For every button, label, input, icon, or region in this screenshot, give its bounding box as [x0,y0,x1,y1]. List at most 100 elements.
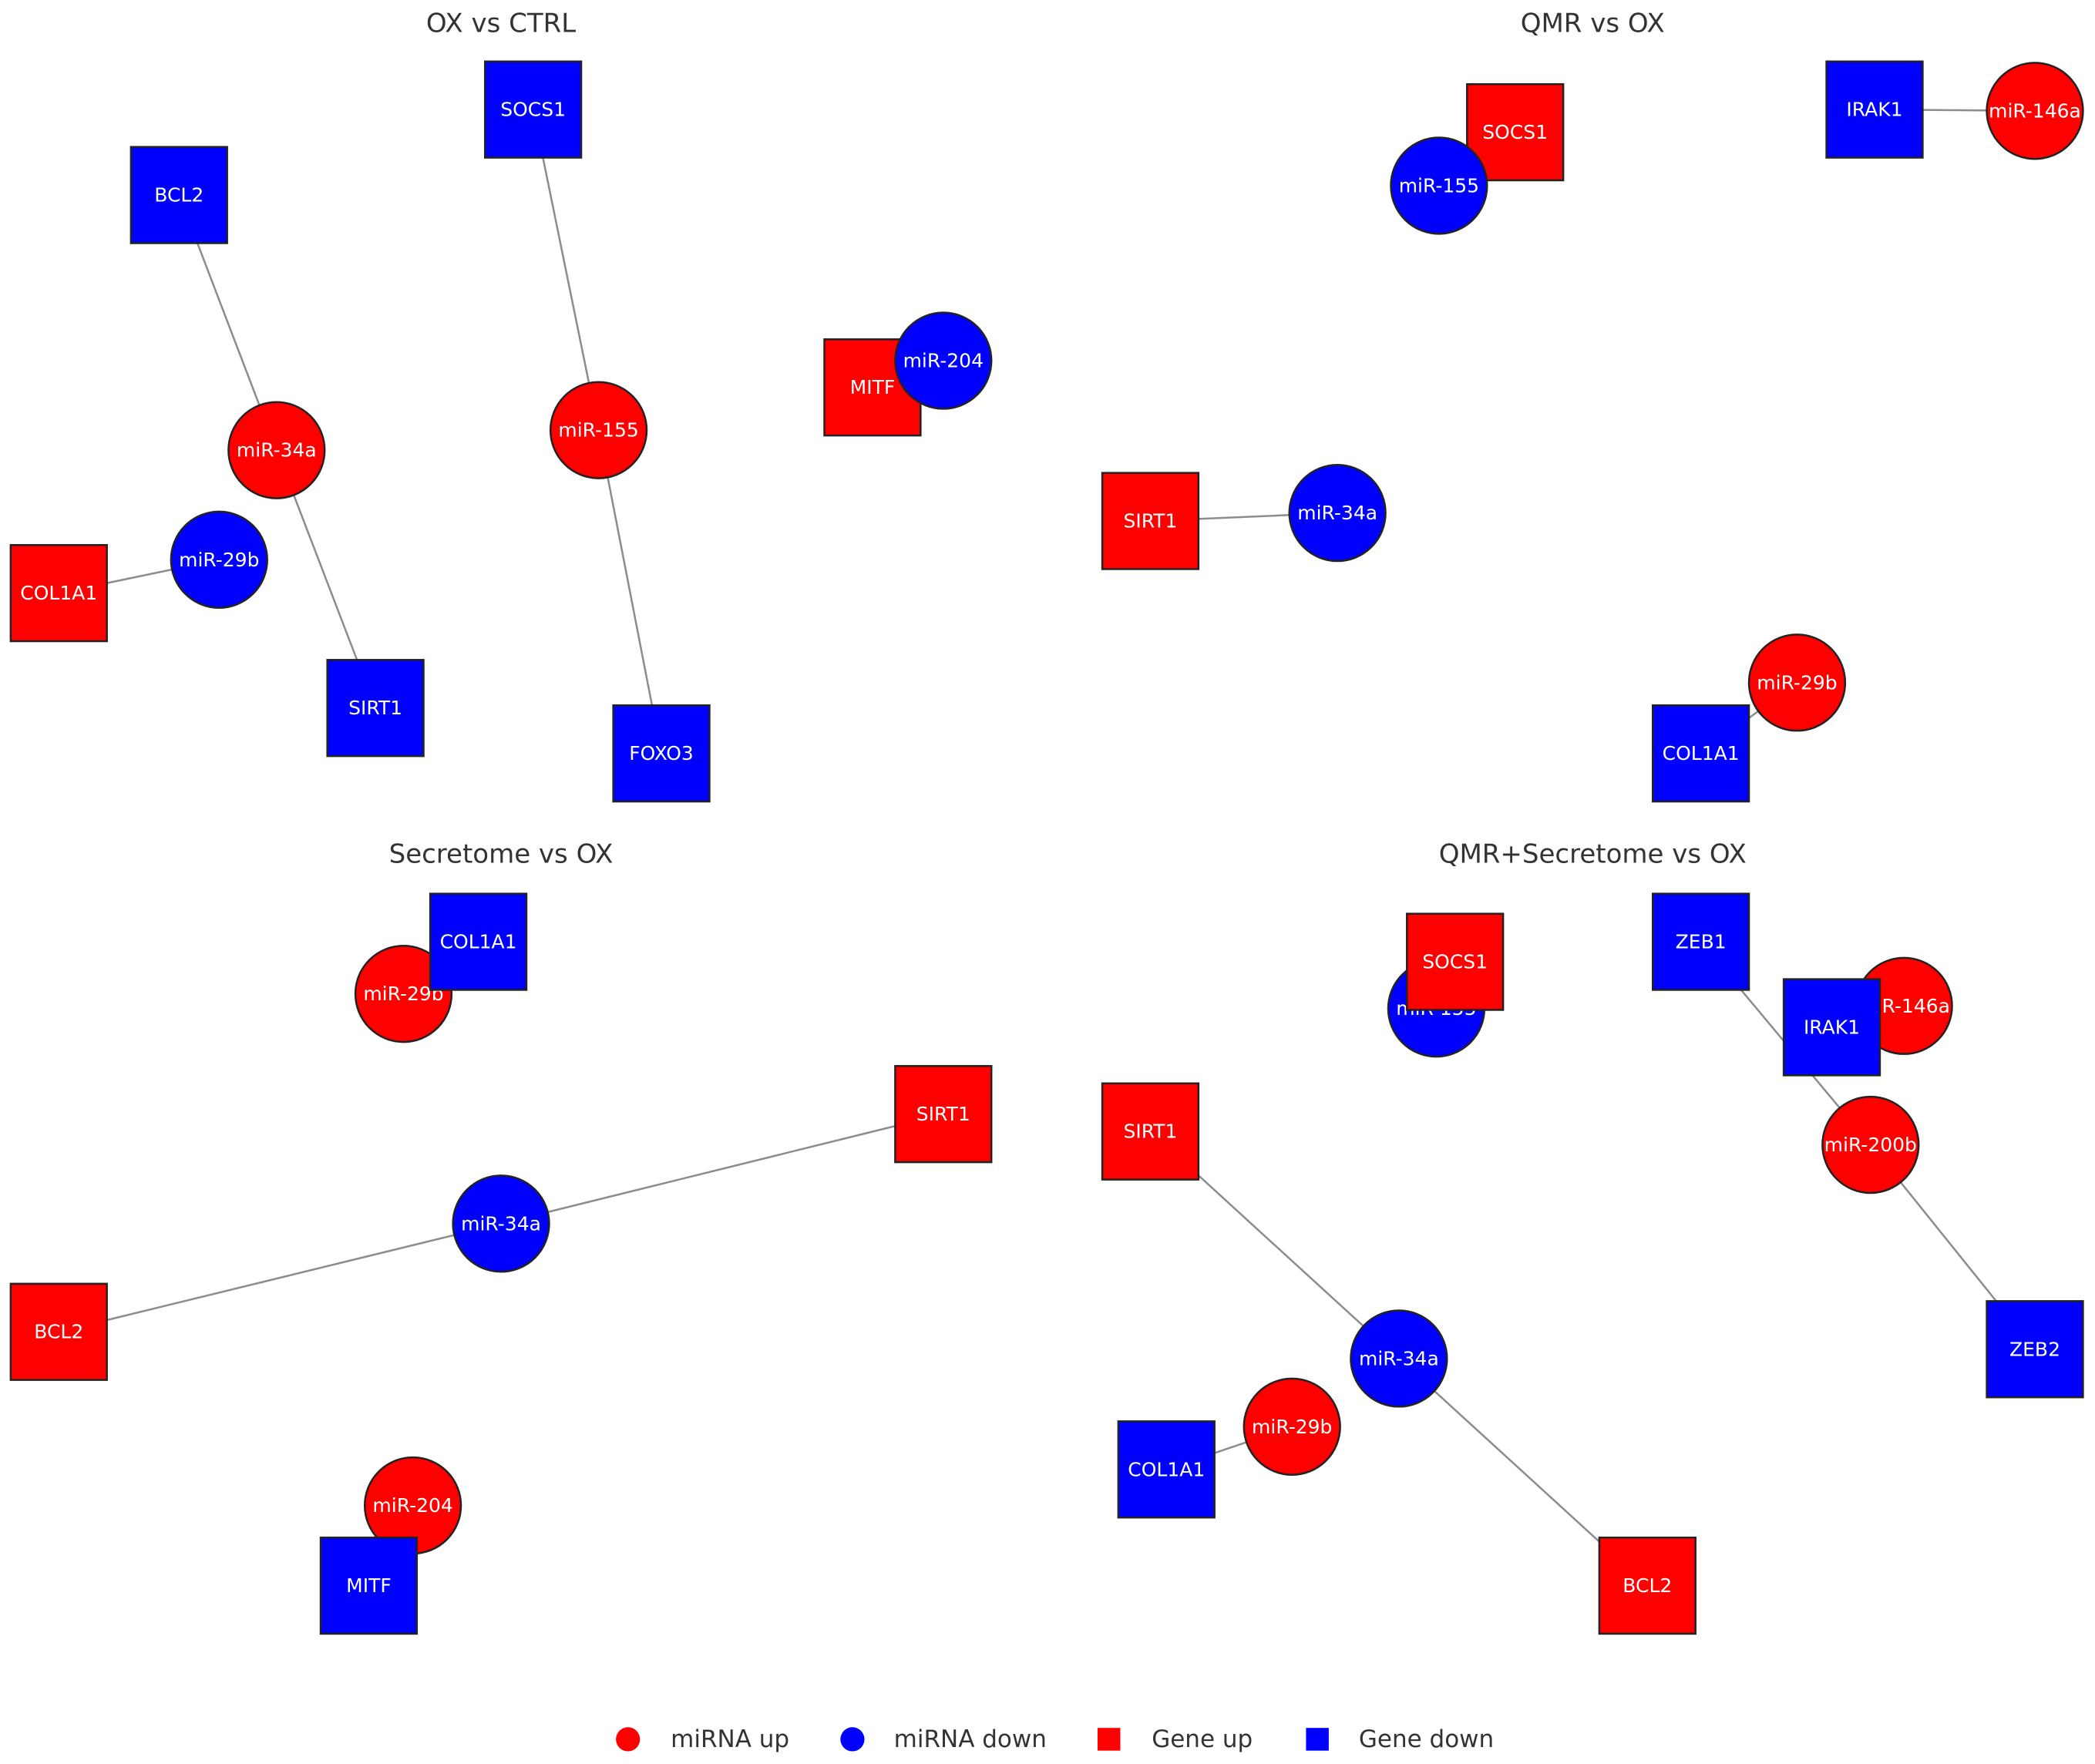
edge-mir-155-foxo3 [597,429,663,754]
node-label: miR-29b [179,549,259,571]
gene-node-zeb1[interactable]: ZEB1 [1651,892,1750,991]
node-label: miR-146a [1989,99,2081,122]
gene-square [483,60,583,159]
mirna-node-mir-204[interactable]: miR-204 [363,1456,462,1555]
gene-square [9,543,108,643]
node-label: miR-29b [1757,671,1837,694]
legend-marker-square [1098,1728,1121,1751]
gene-square [1406,912,1505,1011]
node-label: IRAK1 [1804,1016,1860,1038]
node-label: COL1A1 [1663,742,1740,764]
legend-marker-circle [616,1727,641,1752]
node-label: SIRT1 [348,697,402,719]
gene-node-col1a1[interactable]: COL1A1 [429,892,528,991]
gene-square [319,1536,419,1635]
node-label: miR-200b [1824,1134,1917,1156]
node-label: SIRT1 [916,1103,970,1125]
gene-node-foxo3[interactable]: FOXO3 [612,704,711,803]
mirna-node-mir-200b[interactable]: miR-200b [1821,1095,1920,1194]
gene-node-col1a1[interactable]: COL1A1 [1117,1420,1216,1519]
legend-marker-circle [840,1727,865,1752]
mirna-circle [1821,1095,1920,1194]
node-label: MITF [850,376,896,398]
mirna-circle [452,1174,550,1273]
edge-mir-34a-sirt1 [500,1113,944,1225]
legend-label: Gene up [1152,1725,1253,1753]
gene-square [326,659,425,758]
gene-square [1651,892,1750,991]
panel-title: Secretome vs OX [389,839,614,870]
gene-square [1782,978,1881,1077]
edges [1150,108,2036,754]
gene-node-bcl2[interactable]: BCL2 [1598,1536,1697,1635]
mirna-node-mir-204[interactable]: miR-204 [894,311,993,410]
gene-node-zeb2[interactable]: ZEB2 [1986,1300,2084,1399]
panel-qmr-secretome-vs-ox: QMR+Secretome vs OXmiR-155SOCS1ZEB1miR-1… [1101,839,2084,1635]
node-label: SOCS1 [1422,951,1488,973]
legend-label: Gene down [1359,1725,1494,1753]
node-label: miR-34a [237,439,317,462]
mirna-circle [1350,1309,1448,1408]
gene-node-irak1[interactable]: IRAK1 [1782,978,1881,1077]
gene-node-col1a1[interactable]: COL1A1 [1651,704,1750,803]
node-label: ZEB1 [1676,931,1727,953]
node-label: miR-34a [461,1212,541,1235]
legend-item-mirna-down: miRNA down [840,1725,1047,1753]
gene-node-bcl2[interactable]: BCL2 [9,1282,108,1381]
node-label: miR-155 [1399,174,1479,197]
legend-item-gene-down: Gene down [1306,1725,1494,1753]
legend-marker-square [1306,1728,1329,1751]
gene-node-irak1[interactable]: IRAK1 [1825,60,1924,159]
mirna-node-mir-34a[interactable]: miR-34a [452,1174,550,1273]
node-label: ZEB2 [2009,1338,2060,1360]
mirna-node-mir-29b[interactable]: miR-29b [1747,633,1847,732]
mirna-circle [1747,633,1847,732]
edge-socs1-mir-155 [532,109,600,431]
mirna-node-mir-29b[interactable]: miR-29b [170,510,268,609]
mirna-circle [894,311,993,410]
mirna-circle [170,510,268,609]
gene-square [1598,1536,1697,1635]
mirna-node-mir-146a[interactable]: miR-146a [1986,62,2084,160]
gene-node-sirt1[interactable]: SIRT1 [326,659,425,758]
panel-title: OX vs CTRL [426,8,576,39]
gene-square [894,1065,993,1164]
gene-node-sirt1[interactable]: SIRT1 [1101,472,1200,570]
node-label: BCL2 [34,1321,83,1343]
node-label: SIRT1 [1123,1121,1177,1143]
gene-node-socs1[interactable]: SOCS1 [483,60,583,159]
node-label: SOCS1 [500,99,566,121]
gene-node-bcl2[interactable]: BCL2 [129,146,228,244]
mirna-node-mir-34a[interactable]: miR-34a [1350,1309,1448,1408]
gene-square [9,1282,108,1381]
node-label: miR-204 [903,350,984,372]
gene-square [1117,1420,1216,1519]
node-label: miR-29b [1252,1416,1332,1438]
gene-node-col1a1[interactable]: COL1A1 [9,543,108,643]
mirna-node-mir-155[interactable]: miR-155 [549,381,648,479]
node-label: MITF [346,1574,392,1597]
mirna-node-mir-155[interactable]: miR-155 [1390,136,1488,235]
gene-node-socs1[interactable]: SOCS1 [1406,912,1505,1011]
mirna-node-mir-34a[interactable]: miR-34a [1288,463,1387,563]
gene-square [429,892,528,991]
gene-square [1825,60,1924,159]
node-label: COL1A1 [20,582,97,604]
node-label: SIRT1 [1123,510,1177,533]
gene-square [1101,472,1200,570]
node-label: BCL2 [1623,1574,1672,1597]
mirna-node-mir-29b[interactable]: miR-29b [354,945,453,1043]
gene-node-sirt1[interactable]: SIRT1 [894,1065,993,1164]
legend-item-gene-up: Gene up [1098,1725,1253,1753]
node-label: FOXO3 [629,742,694,764]
edge-bcl2-mir-34a [58,1222,502,1333]
mirna-node-mir-29b[interactable]: miR-29b [1243,1377,1341,1476]
gene-node-mitf[interactable]: MITF [319,1536,419,1635]
gene-node-sirt1[interactable]: SIRT1 [1101,1082,1200,1181]
mirna-node-mir-34a[interactable]: miR-34a [227,401,326,499]
node-label: COL1A1 [440,931,517,953]
